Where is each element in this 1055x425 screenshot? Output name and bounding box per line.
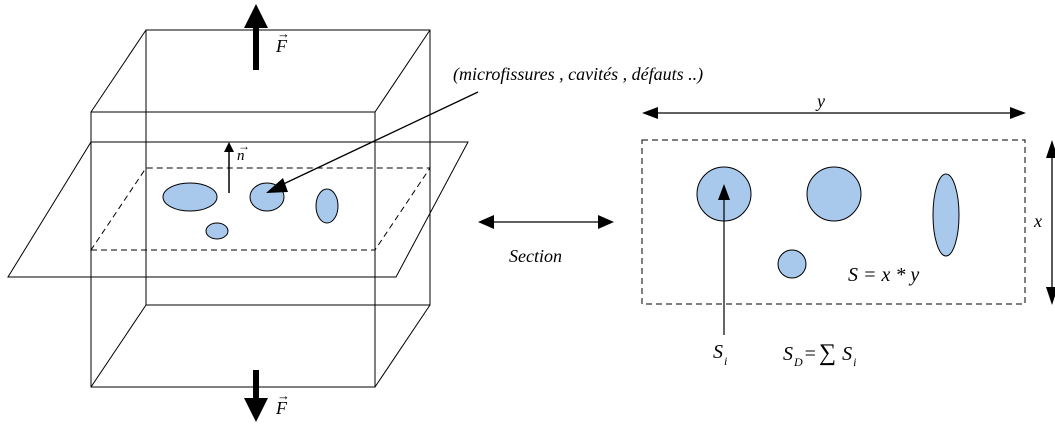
si-sub: i [724,354,727,368]
section-arrow-right-head [598,215,614,229]
defects-pointer-line [274,91,479,189]
cavity-ellipse-small [205,222,229,240]
area-formula: S = x * y [848,264,919,286]
cutting-plane [7,141,469,278]
section-outline [90,167,431,251]
sd-formula: SD=∑Si [783,340,856,369]
force-bottom-head [244,398,268,422]
defects-pointer-head [266,178,288,193]
defects-label: (microfissures , cavités , défauts ..) [453,64,703,85]
sum-symbol: ∑ [819,340,836,366]
dim-x-label: x [1033,211,1042,231]
si-main: S [713,341,723,363]
force-bottom-overarrow: → [277,388,290,403]
section-cavity-circle-small [777,249,807,279]
force-top-head [244,4,268,28]
dim-y-right-head [1010,107,1026,119]
cavity-ellipse-large [162,182,218,212]
section-cavity-circle-2 [806,166,862,222]
cube-edge-tr [374,29,431,113]
force-top-label: F [275,36,288,56]
sd-main: S [783,343,793,365]
normal-vector-overarrow: → [238,139,250,153]
normal-vector-head [224,142,234,152]
dim-y-label: y [815,91,825,111]
section-label: Section [509,246,562,266]
dim-y-left-head [642,107,658,119]
dim-x-top-head [1046,140,1055,158]
dim-x-bottom-head [1046,287,1055,305]
cube-edge-br [374,304,431,388]
section-rectangle [641,139,1026,305]
cavity-ellipse-vertical [315,188,339,224]
cube-edge-tl [90,29,147,113]
cube-edge-bl [90,304,147,388]
force-top-overarrow: → [277,26,290,41]
section-cavity-ellipse [932,173,960,257]
force-bottom-label: F [275,398,288,418]
section-arrow-left-head [478,215,494,229]
normal-vector-label: n [237,148,245,164]
si-pointer-head [718,184,730,200]
si-label: Si [713,341,727,368]
sd-sub: D [793,355,803,369]
sd-term-sub: i [853,355,856,369]
sd-eq: = [805,343,816,365]
sd-term-main: S [842,343,852,365]
